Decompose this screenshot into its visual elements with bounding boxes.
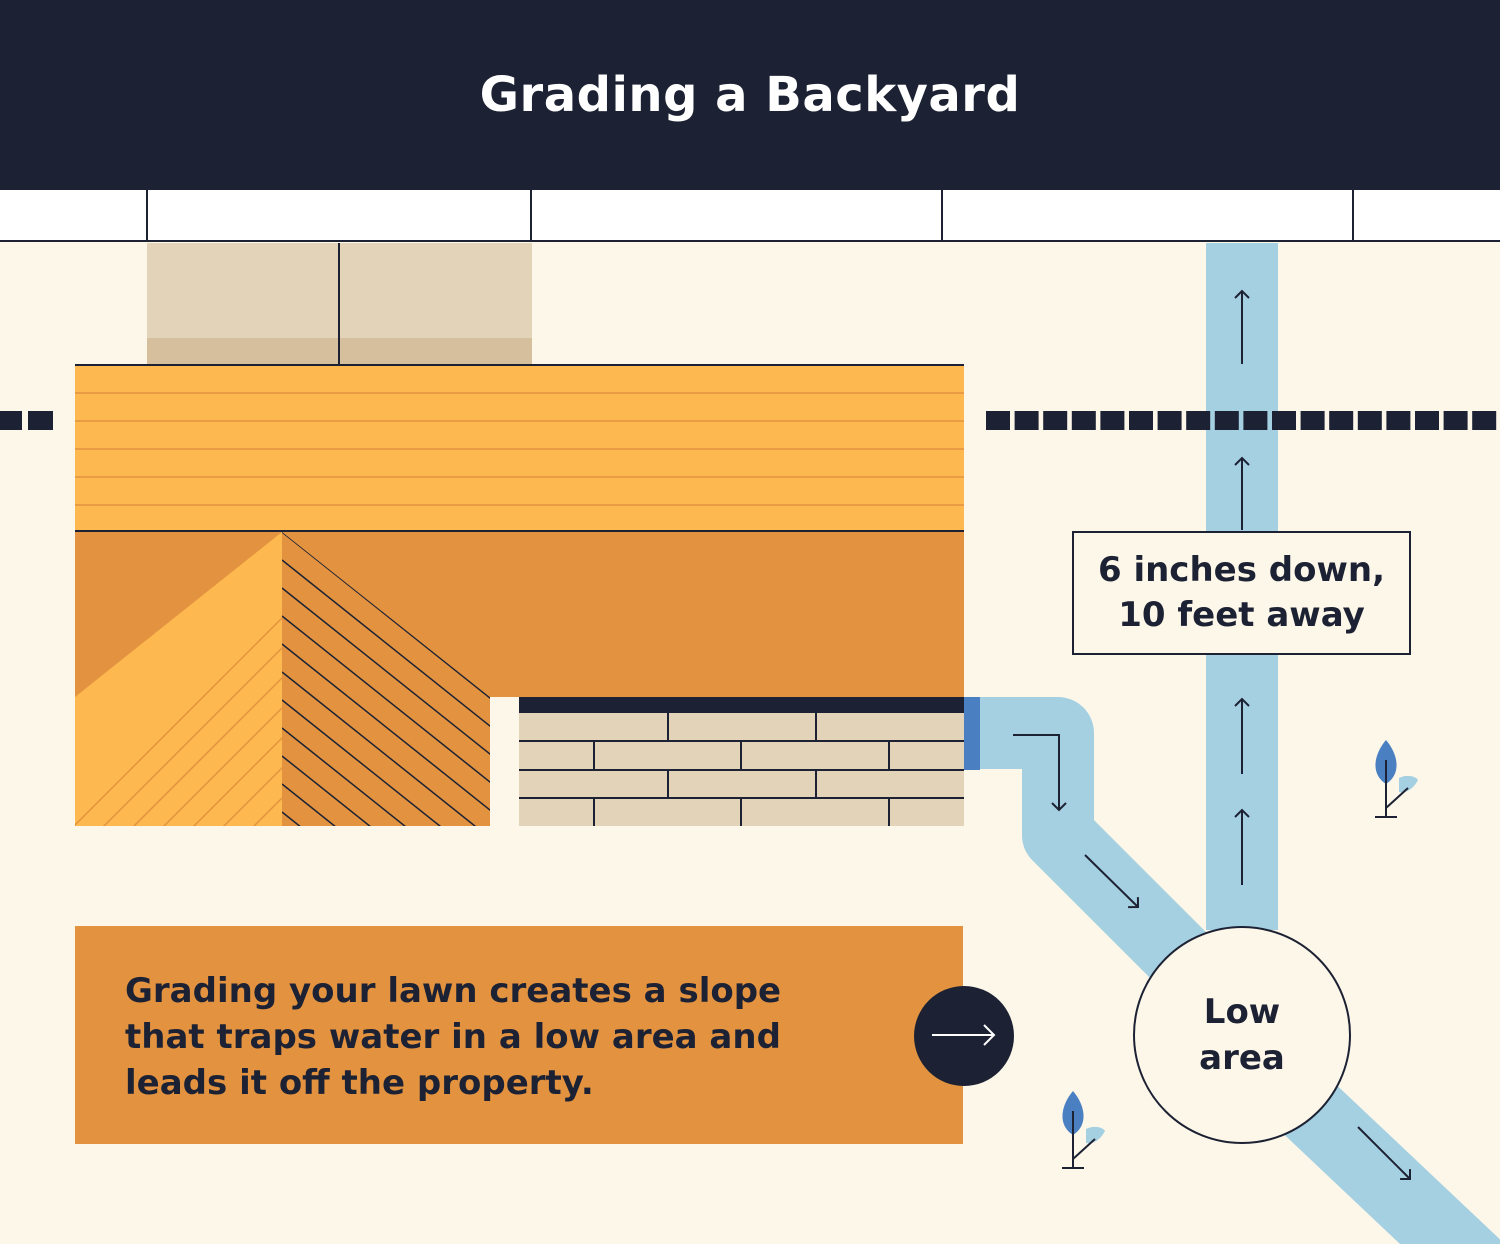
measurement-callout: 6 inches down, 10 feet away — [1072, 531, 1411, 655]
flow-arrows — [1013, 289, 1411, 1180]
callout-line-2: 10 feet away — [1118, 595, 1365, 635]
property-line — [0, 411, 1497, 430]
callout-line-1: 6 inches down, — [1097, 550, 1386, 590]
flow-arrow-icon — [1013, 734, 1067, 812]
fence-band — [0, 190, 1500, 242]
low-area-line-1: Low — [1203, 992, 1281, 1032]
low-area-line-2: area — [1199, 1038, 1285, 1078]
header-bar: Grading a Backyard — [0, 0, 1500, 190]
brick-wall — [519, 697, 964, 826]
arrow-right-icon — [932, 1024, 996, 1046]
flow-arrow-icon — [1357, 1126, 1411, 1180]
house-roof-lower — [75, 532, 964, 826]
plant-icon — [1062, 1091, 1105, 1169]
downspout — [964, 697, 980, 770]
back-patio — [147, 243, 532, 365]
plant-icon — [1375, 740, 1418, 818]
caption-text: Grading your lawn creates a slope that t… — [125, 971, 782, 1103]
low-area-circle: Low area — [1133, 926, 1351, 1144]
page-title: Grading a Backyard — [479, 67, 1021, 123]
house-roof-upper — [75, 364, 964, 532]
next-arrow-button[interactable] — [914, 986, 1014, 1086]
flow-arrow-icon — [1084, 854, 1140, 909]
caption-panel: Grading your lawn creates a slope that t… — [75, 926, 963, 1144]
